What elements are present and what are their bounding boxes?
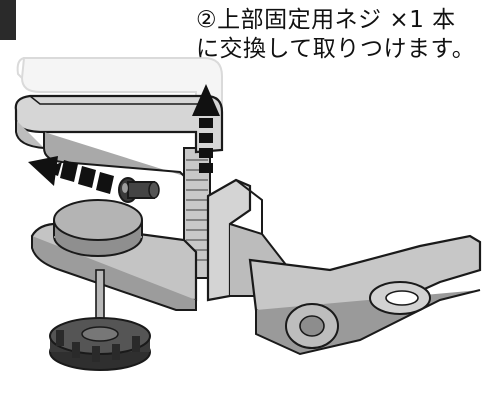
caption-line-1: ②上部固定用ネジ ×1 本 [196, 7, 456, 33]
fixing-screw [118, 177, 160, 203]
caption-line-2: に交換して取りつけます。 [196, 36, 476, 62]
tension-knob [49, 269, 151, 371]
swing-arm [248, 234, 482, 356]
upper-jaw [14, 94, 224, 177]
clamp-pad [53, 199, 143, 257]
dashed-arrow-left-icon [28, 156, 114, 194]
instruction-caption: ②上部固定用ネジ ×1 本 に交換して取りつけます。 [196, 6, 480, 64]
dashed-arrow-up-icon [192, 84, 220, 173]
step-badge [0, 0, 16, 40]
